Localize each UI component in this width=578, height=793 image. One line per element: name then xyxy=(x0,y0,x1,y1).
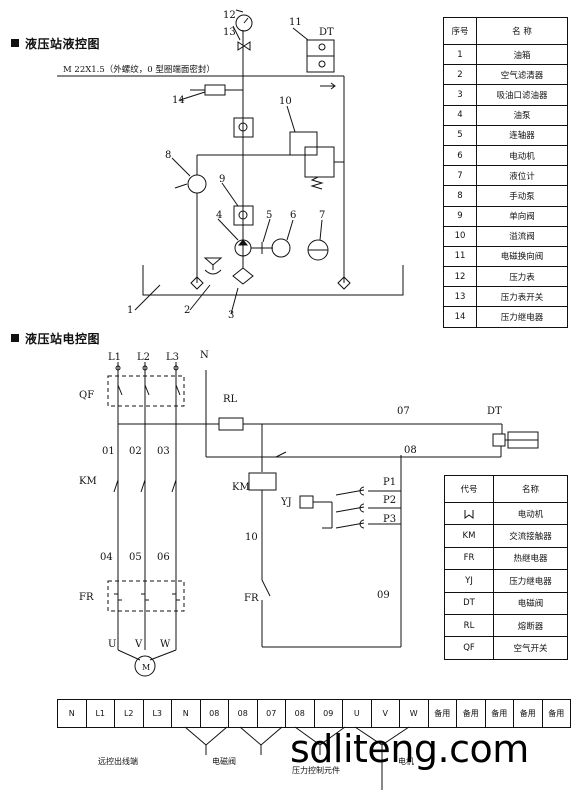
cell: 压力继电器 xyxy=(476,306,568,328)
svg-text:3: 3 xyxy=(228,310,234,321)
svg-text:05: 05 xyxy=(129,552,142,563)
fr-label: FR xyxy=(79,592,94,603)
svg-text:10: 10 xyxy=(245,532,258,543)
svg-text:W: W xyxy=(160,639,171,650)
pressure-gauge xyxy=(235,14,253,32)
qf-label: QF xyxy=(79,390,94,401)
svg-text:M: M xyxy=(142,663,150,672)
n-label: N xyxy=(200,350,209,361)
svg-text:07: 07 xyxy=(397,406,410,417)
terminal-cell: 08 xyxy=(199,699,229,728)
svg-text:11: 11 xyxy=(289,17,302,28)
svg-text:03: 03 xyxy=(157,446,170,457)
svg-text:02: 02 xyxy=(129,446,142,457)
l1-label: L1 xyxy=(108,352,121,363)
svg-text:9: 9 xyxy=(219,174,225,185)
term-label-motor: 电机 xyxy=(398,757,414,766)
terminal-cell: L1 xyxy=(85,699,115,728)
terminal-cell: 备用 xyxy=(484,699,514,728)
electric-title: 液压站电控图 xyxy=(11,330,100,347)
svg-text:2: 2 xyxy=(184,305,190,316)
svg-text:P2: P2 xyxy=(383,495,396,506)
motor-symbol xyxy=(134,655,156,677)
watermark: sdliteng.com xyxy=(290,727,529,771)
terminal-cell: U xyxy=(342,699,372,728)
l2-label: L2 xyxy=(137,352,150,363)
svg-text:5: 5 xyxy=(266,210,272,221)
gauge-switch xyxy=(237,41,251,51)
terminal-cell: 备用 xyxy=(541,699,571,728)
term-label-solenoid: 电磁阀 xyxy=(212,757,236,766)
svg-text:P1: P1 xyxy=(383,477,396,488)
svg-text:06: 06 xyxy=(157,552,170,563)
terminal-cell: 备用 xyxy=(427,699,457,728)
svg-text:6: 6 xyxy=(290,210,296,221)
cell: 空气开关 xyxy=(493,636,568,660)
svg-text:12: 12 xyxy=(223,10,236,21)
terminal-strip: N L1 L2 L3 N 08 08 07 08 09 U V W 备用 备用 … xyxy=(57,699,571,728)
svg-text:14: 14 xyxy=(172,95,185,106)
svg-text:V: V xyxy=(134,639,143,650)
svg-text:DT: DT xyxy=(487,406,502,417)
svg-text:U: U xyxy=(108,639,116,650)
svg-text:RL: RL xyxy=(223,394,238,405)
svg-text:P3: P3 xyxy=(383,514,396,525)
l3-label: L3 xyxy=(166,352,179,363)
port-note: M 22X1.5（外螺纹，0 型圈端面密封） xyxy=(63,65,215,75)
check-valve xyxy=(233,205,254,226)
svg-text:7: 7 xyxy=(319,210,325,221)
table-row: 电动机 xyxy=(444,501,568,526)
term-label-pressure: 压力控制元件 xyxy=(292,766,340,775)
term-label-remote: 远控出线端 xyxy=(98,757,138,766)
svg-text:13: 13 xyxy=(223,27,236,38)
svg-text:DT: DT xyxy=(319,27,334,38)
terminal-cell: N xyxy=(171,699,201,728)
fr-box xyxy=(107,580,185,612)
terminal-cell: 08 xyxy=(228,699,258,728)
svg-text:4: 4 xyxy=(216,210,222,221)
svg-text:1: 1 xyxy=(127,305,133,316)
km-label: KM xyxy=(79,476,97,487)
terminal-cell: W xyxy=(399,699,429,728)
svg-text:04: 04 xyxy=(100,552,113,563)
svg-text:10: 10 xyxy=(279,96,292,107)
terminal-cell: N xyxy=(57,699,87,728)
codes-header-code: 代号 xyxy=(444,475,494,503)
svg-text:KM: KM xyxy=(232,482,250,493)
motor xyxy=(271,238,291,258)
svg-text:8: 8 xyxy=(165,150,171,161)
svg-text:01: 01 xyxy=(102,446,115,457)
qf-box xyxy=(107,375,185,407)
hydraulic-title: 液压站液控图 xyxy=(11,35,100,52)
terminal-cell: 备用 xyxy=(513,699,543,728)
tank-outline xyxy=(142,265,404,296)
svg-text:FR: FR xyxy=(244,593,259,604)
svg-text:YJ: YJ xyxy=(280,497,292,508)
svg-text:08: 08 xyxy=(404,445,417,456)
terminal-cell: L3 xyxy=(142,699,172,728)
svg-text:09: 09 xyxy=(377,590,390,601)
